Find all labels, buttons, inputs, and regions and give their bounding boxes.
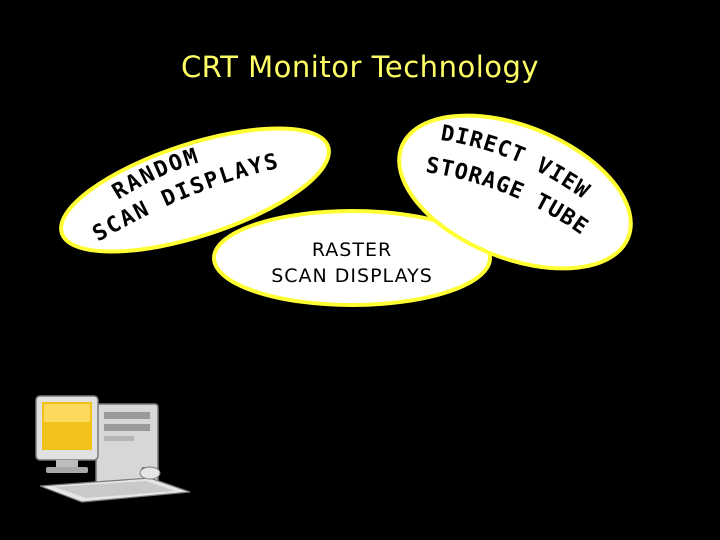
raster-scan-shape — [212, 209, 492, 307]
raster-scan-line2: SCAN DISPLAYS — [271, 265, 433, 287]
monitor-neck — [56, 460, 78, 468]
random-scan-shape — [59, 126, 331, 254]
direct-view-ellipse: DIRECT VIEW STORAGE TUBE — [397, 113, 633, 271]
slide-title: CRT Monitor Technology — [180, 50, 540, 84]
monitor-base — [46, 467, 88, 473]
raster-scan-label: RASTER SCAN DISPLAYS — [232, 237, 472, 289]
desktop-computer-icon — [35, 395, 191, 503]
drive-bay-3 — [104, 436, 134, 441]
screen-glare — [44, 404, 90, 422]
mouse — [139, 466, 161, 480]
raster-scan-ellipse — [212, 209, 492, 307]
direct-view-shape — [397, 113, 633, 271]
drive-bay-2 — [104, 424, 150, 431]
keyboard-keys — [54, 481, 175, 498]
drive-bay-1 — [104, 412, 150, 419]
raster-scan-line1: RASTER — [311, 239, 393, 261]
